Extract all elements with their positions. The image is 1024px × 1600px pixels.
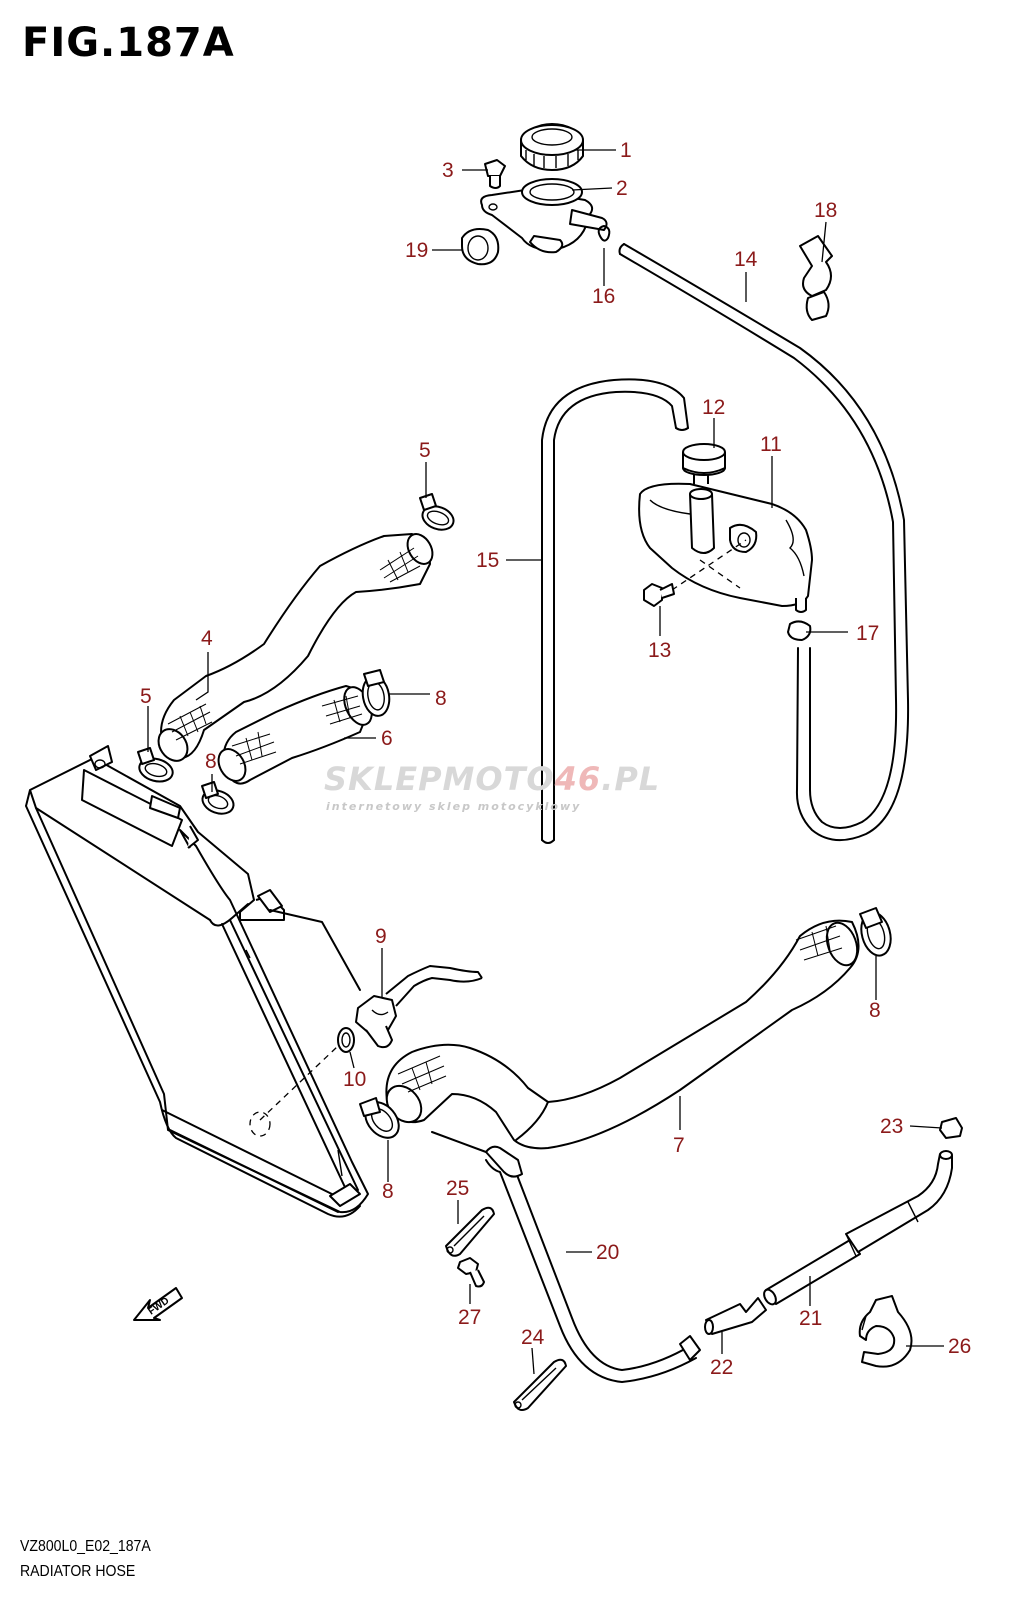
- clamp-23[interactable]: [939, 1117, 963, 1139]
- hose-20[interactable]: [431, 1131, 701, 1383]
- leader-lines: [147, 149, 944, 1375]
- callout-5-top: 5: [419, 439, 431, 462]
- pipe-21[interactable]: [762, 1150, 953, 1306]
- callout-21: 21: [799, 1307, 822, 1330]
- callout-5-left: 5: [140, 685, 152, 708]
- clip-16[interactable]: [597, 225, 611, 242]
- radiator-hose-7[interactable]: [380, 919, 863, 1150]
- watermark-tagline: internetowy sklep motocyklowy: [326, 800, 582, 813]
- hose-clamp-8-left[interactable]: [199, 781, 237, 818]
- clamp-17[interactable]: [787, 620, 812, 641]
- radiator-cap[interactable]: [520, 123, 584, 171]
- callout-8-right: 8: [869, 999, 881, 1022]
- overflow-hose-14[interactable]: [618, 243, 910, 841]
- tank-cap-12[interactable]: [682, 443, 726, 476]
- callout-19: 19: [405, 239, 428, 262]
- joint-22[interactable]: [704, 1297, 767, 1335]
- watermark-brand-b: MOTO: [442, 760, 555, 798]
- callout-7: 7: [673, 1134, 685, 1157]
- screw-27[interactable]: [457, 1257, 485, 1288]
- callout-22: 22: [710, 1356, 733, 1379]
- watermark-brand: SKLEPMOTO46.PL: [324, 760, 660, 798]
- cable-tie-25[interactable]: [445, 1206, 495, 1257]
- breather-hose-15[interactable]: [541, 378, 689, 844]
- callout-2: 2: [616, 177, 628, 200]
- hose-clamp-5-left[interactable]: [137, 747, 176, 785]
- hose-clamp-8-right[interactable]: [857, 907, 895, 959]
- callout-9: 9: [375, 925, 387, 948]
- thermo-switch-9[interactable]: [355, 965, 483, 1049]
- callout-1: 1: [620, 139, 632, 162]
- forward-arrow: FWD: [133, 1287, 183, 1321]
- radiator[interactable]: [25, 745, 369, 1218]
- figure-model-code: VZ800L0_E02_187A: [20, 1538, 151, 1555]
- hose-clamp-5-top[interactable]: [419, 493, 457, 534]
- callout-11: 11: [760, 433, 782, 456]
- callout-15: 15: [476, 549, 499, 572]
- radiator-hose-4[interactable]: [153, 530, 438, 767]
- callout-27: 27: [458, 1306, 481, 1329]
- callout-8-upper: 8: [435, 687, 447, 710]
- callout-18: 18: [814, 199, 837, 222]
- callout-25: 25: [446, 1177, 469, 1200]
- cable-tie-24[interactable]: [513, 1358, 567, 1411]
- callout-8-lower: 8: [382, 1180, 394, 1203]
- hose-clamp-8-lower[interactable]: [358, 1096, 405, 1145]
- callout-labels: 1 2 3 4 5 5 6 7 8 8 8 8 9 10 11 12 13 14…: [140, 139, 971, 1379]
- watermark-brand-d: .PL: [601, 760, 661, 798]
- filler-neck[interactable]: [480, 178, 608, 254]
- callout-14: 14: [734, 248, 758, 271]
- clamp-26[interactable]: [858, 1295, 913, 1368]
- radiator-hose-6[interactable]: [213, 683, 377, 786]
- figure-title: FIG.187A: [22, 20, 235, 66]
- callout-6: 6: [381, 727, 393, 750]
- callout-16: 16: [592, 285, 615, 308]
- watermark-brand-a: SKLEP: [324, 760, 443, 798]
- callout-8-left: 8: [205, 750, 217, 773]
- figure-name: RADIATOR HOSE: [20, 1563, 136, 1580]
- callout-23: 23: [880, 1115, 903, 1138]
- callout-10: 10: [343, 1068, 366, 1091]
- hose-clamp-18[interactable]: [799, 235, 833, 321]
- watermark-brand-c: 46: [554, 760, 602, 798]
- hose-clamp-19[interactable]: [461, 228, 500, 266]
- bolt-3[interactable]: [484, 159, 506, 189]
- callout-12: 12: [702, 396, 725, 419]
- callout-13: 13: [648, 639, 671, 662]
- callout-4: 4: [201, 627, 213, 650]
- callout-17: 17: [856, 622, 879, 645]
- gasket-10[interactable]: [337, 1027, 355, 1053]
- callout-20: 20: [596, 1241, 619, 1264]
- bolt-13[interactable]: [643, 583, 675, 607]
- callout-26: 26: [948, 1335, 971, 1358]
- callout-3: 3: [442, 159, 454, 182]
- callout-24: 24: [521, 1326, 545, 1349]
